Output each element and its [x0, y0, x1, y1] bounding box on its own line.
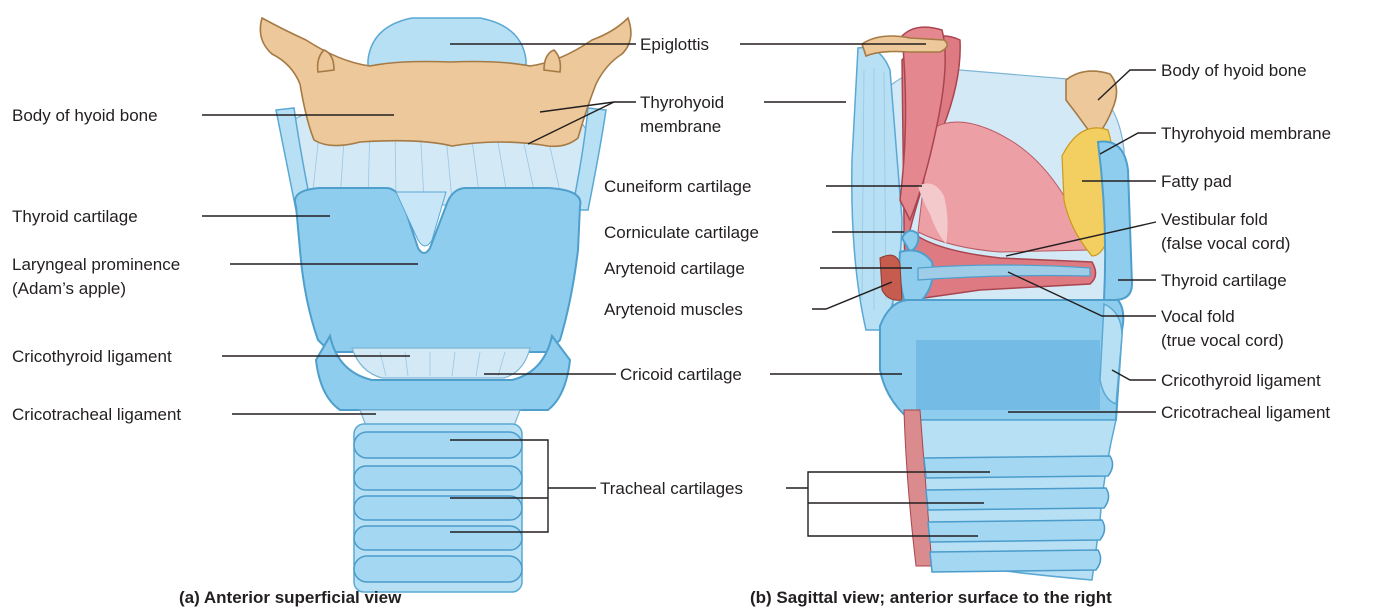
label-vestibular-fold: Vestibular fold: [1161, 210, 1268, 229]
label-laryngeal-prominence: Laryngeal prominence: [12, 255, 180, 274]
label-cuneiform-cartilage: Cuneiform cartilage: [604, 177, 751, 196]
labels-center: Epiglottis Thyrohyoid membrane Cuneiform…: [600, 35, 759, 498]
label-membrane: membrane: [640, 117, 721, 136]
label-thyroid-cartilage-a: Thyroid cartilage: [12, 207, 138, 226]
label-vocal-fold: Vocal fold: [1161, 307, 1235, 326]
label-arytenoid-muscles: Arytenoid muscles: [604, 300, 743, 319]
label-thyrohyoid: Thyrohyoid: [640, 93, 724, 112]
caption-panel-b: (b) Sagittal view; anterior surface to t…: [750, 588, 1112, 607]
label-cricoid-cartilage: Cricoid cartilage: [620, 365, 742, 384]
label-cricothyroid-ligament-b: Cricothyroid ligament: [1161, 371, 1321, 390]
label-body-of-hyoid-a: Body of hyoid bone: [12, 106, 158, 125]
label-arytenoid-cartilage: Arytenoid cartilage: [604, 259, 745, 278]
cricoid-inner-b: [916, 340, 1100, 410]
anterior-larynx-illustration: [260, 18, 631, 592]
label-corniculate-cartilage: Corniculate cartilage: [604, 223, 759, 242]
hyoid-lesser-horn-right: [544, 50, 560, 72]
sagittal-larynx-illustration: [852, 27, 1132, 580]
label-fatty-pad: Fatty pad: [1161, 172, 1232, 191]
label-body-of-hyoid-b: Body of hyoid bone: [1161, 61, 1307, 80]
labels-panel-a: Body of hyoid bone Thyroid cartilage Lar…: [12, 106, 181, 424]
label-cricotracheal-ligament-a: Cricotracheal ligament: [12, 405, 181, 424]
label-cricotracheal-ligament-b: Cricotracheal ligament: [1161, 403, 1330, 422]
labels-panel-b: Body of hyoid bone Thyrohyoid membrane F…: [1161, 61, 1331, 422]
label-tracheal-cartilages: Tracheal cartilages: [600, 479, 743, 498]
label-epiglottis: Epiglottis: [640, 35, 709, 54]
label-cricothyroid-ligament-a: Cricothyroid ligament: [12, 347, 172, 366]
label-false-vocal-cord: (false vocal cord): [1161, 234, 1290, 253]
tracheal-rings-a: [354, 432, 522, 582]
label-thyrohyoid-membrane-b: Thyrohyoid membrane: [1161, 124, 1331, 143]
label-adams-apple: (Adam’s apple): [12, 279, 126, 298]
label-true-vocal-cord: (true vocal cord): [1161, 331, 1284, 350]
label-thyroid-cartilage-b: Thyroid cartilage: [1161, 271, 1287, 290]
caption-panel-a: (a) Anterior superficial view: [179, 588, 402, 607]
